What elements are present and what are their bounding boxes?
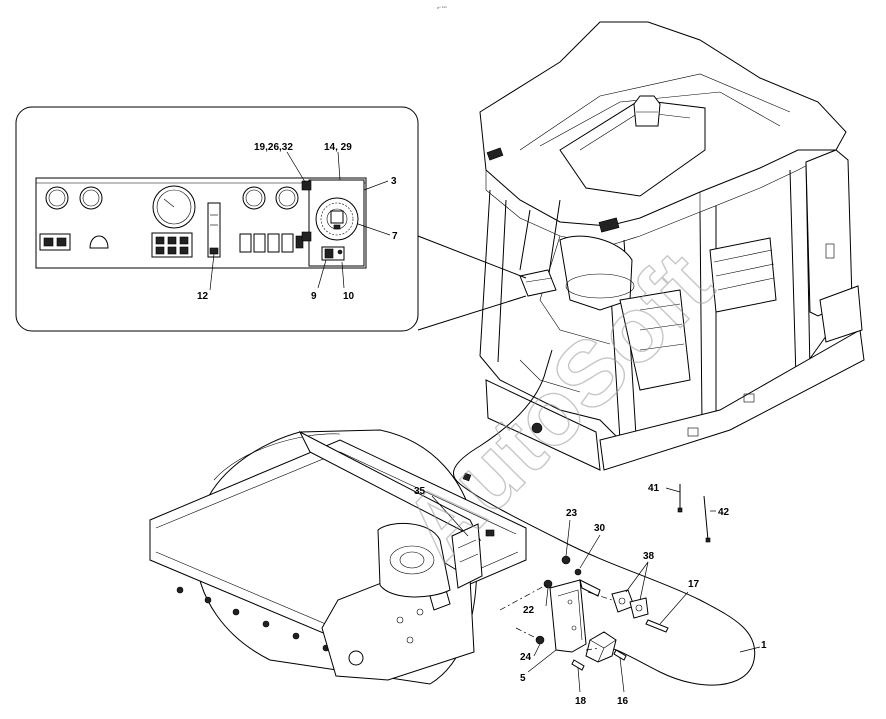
leader-lines [209, 151, 761, 693]
inset-pointer-bottom [417, 295, 527, 331]
bracket-plate [549, 579, 587, 653]
small-gauge-left [45, 186, 69, 210]
watermark: AutoSoft [385, 232, 732, 579]
cable-tie-42 [703, 495, 709, 541]
callout-17: 17 [688, 579, 700, 590]
small-gauge-right-1 [242, 186, 266, 210]
nut-24 [535, 635, 545, 645]
screw-19-26-32 [301, 180, 312, 191]
callout-18: 18 [575, 696, 587, 707]
frequency-dial [315, 197, 359, 241]
switch-row-right [239, 233, 304, 253]
callout-7: 7 [392, 231, 398, 242]
callout-16: 16 [617, 696, 629, 707]
callout-5: 5 [520, 673, 526, 684]
proximity-sensor [585, 631, 617, 663]
small-gauge-right-2 [275, 186, 299, 210]
callout-12: 12 [197, 291, 209, 302]
inset-pointer-top [417, 235, 527, 279]
callout-42: 42 [718, 507, 730, 518]
nut-22 [543, 579, 553, 589]
callout-38: 38 [643, 551, 655, 562]
callout-41: 41 [648, 483, 660, 494]
washer-30 [574, 568, 582, 576]
callout-23: 23 [566, 508, 578, 519]
bolt-17 [645, 619, 669, 633]
callout-22: 22 [523, 605, 535, 616]
callout-35: 35 [414, 486, 426, 497]
sensor-cable-1 [453, 349, 756, 686]
drawing-code: eⁿ ⁸⁸⁸ [437, 5, 447, 10]
tachometer-gauge [152, 185, 196, 229]
roller-drum-assembly [149, 429, 527, 685]
callout-10: 10 [343, 291, 355, 302]
callout-19-26-32: 19,26,32 [254, 142, 293, 153]
screw-16 [613, 649, 627, 661]
callout-3: 3 [391, 176, 397, 187]
sensor-bracket-parts [499, 484, 711, 671]
clamp-half-a [611, 589, 635, 613]
small-gauge-left-2 [79, 186, 103, 210]
callout-24: 24 [520, 652, 532, 663]
nut-23 [561, 555, 571, 565]
instrument-panel [35, 177, 367, 269]
callout-9: 9 [311, 291, 317, 302]
callout-labels: 19,26,32 14, 29 3 7 12 9 10 35 41 42 23 … [197, 142, 767, 707]
callout-30: 30 [594, 523, 606, 534]
screw-18 [571, 659, 585, 671]
clamp-half-b [629, 597, 649, 619]
operator-cab [479, 21, 865, 471]
ignition-key [89, 235, 109, 249]
callout-14-29: 14, 29 [324, 142, 352, 153]
callout-1: 1 [761, 640, 767, 651]
